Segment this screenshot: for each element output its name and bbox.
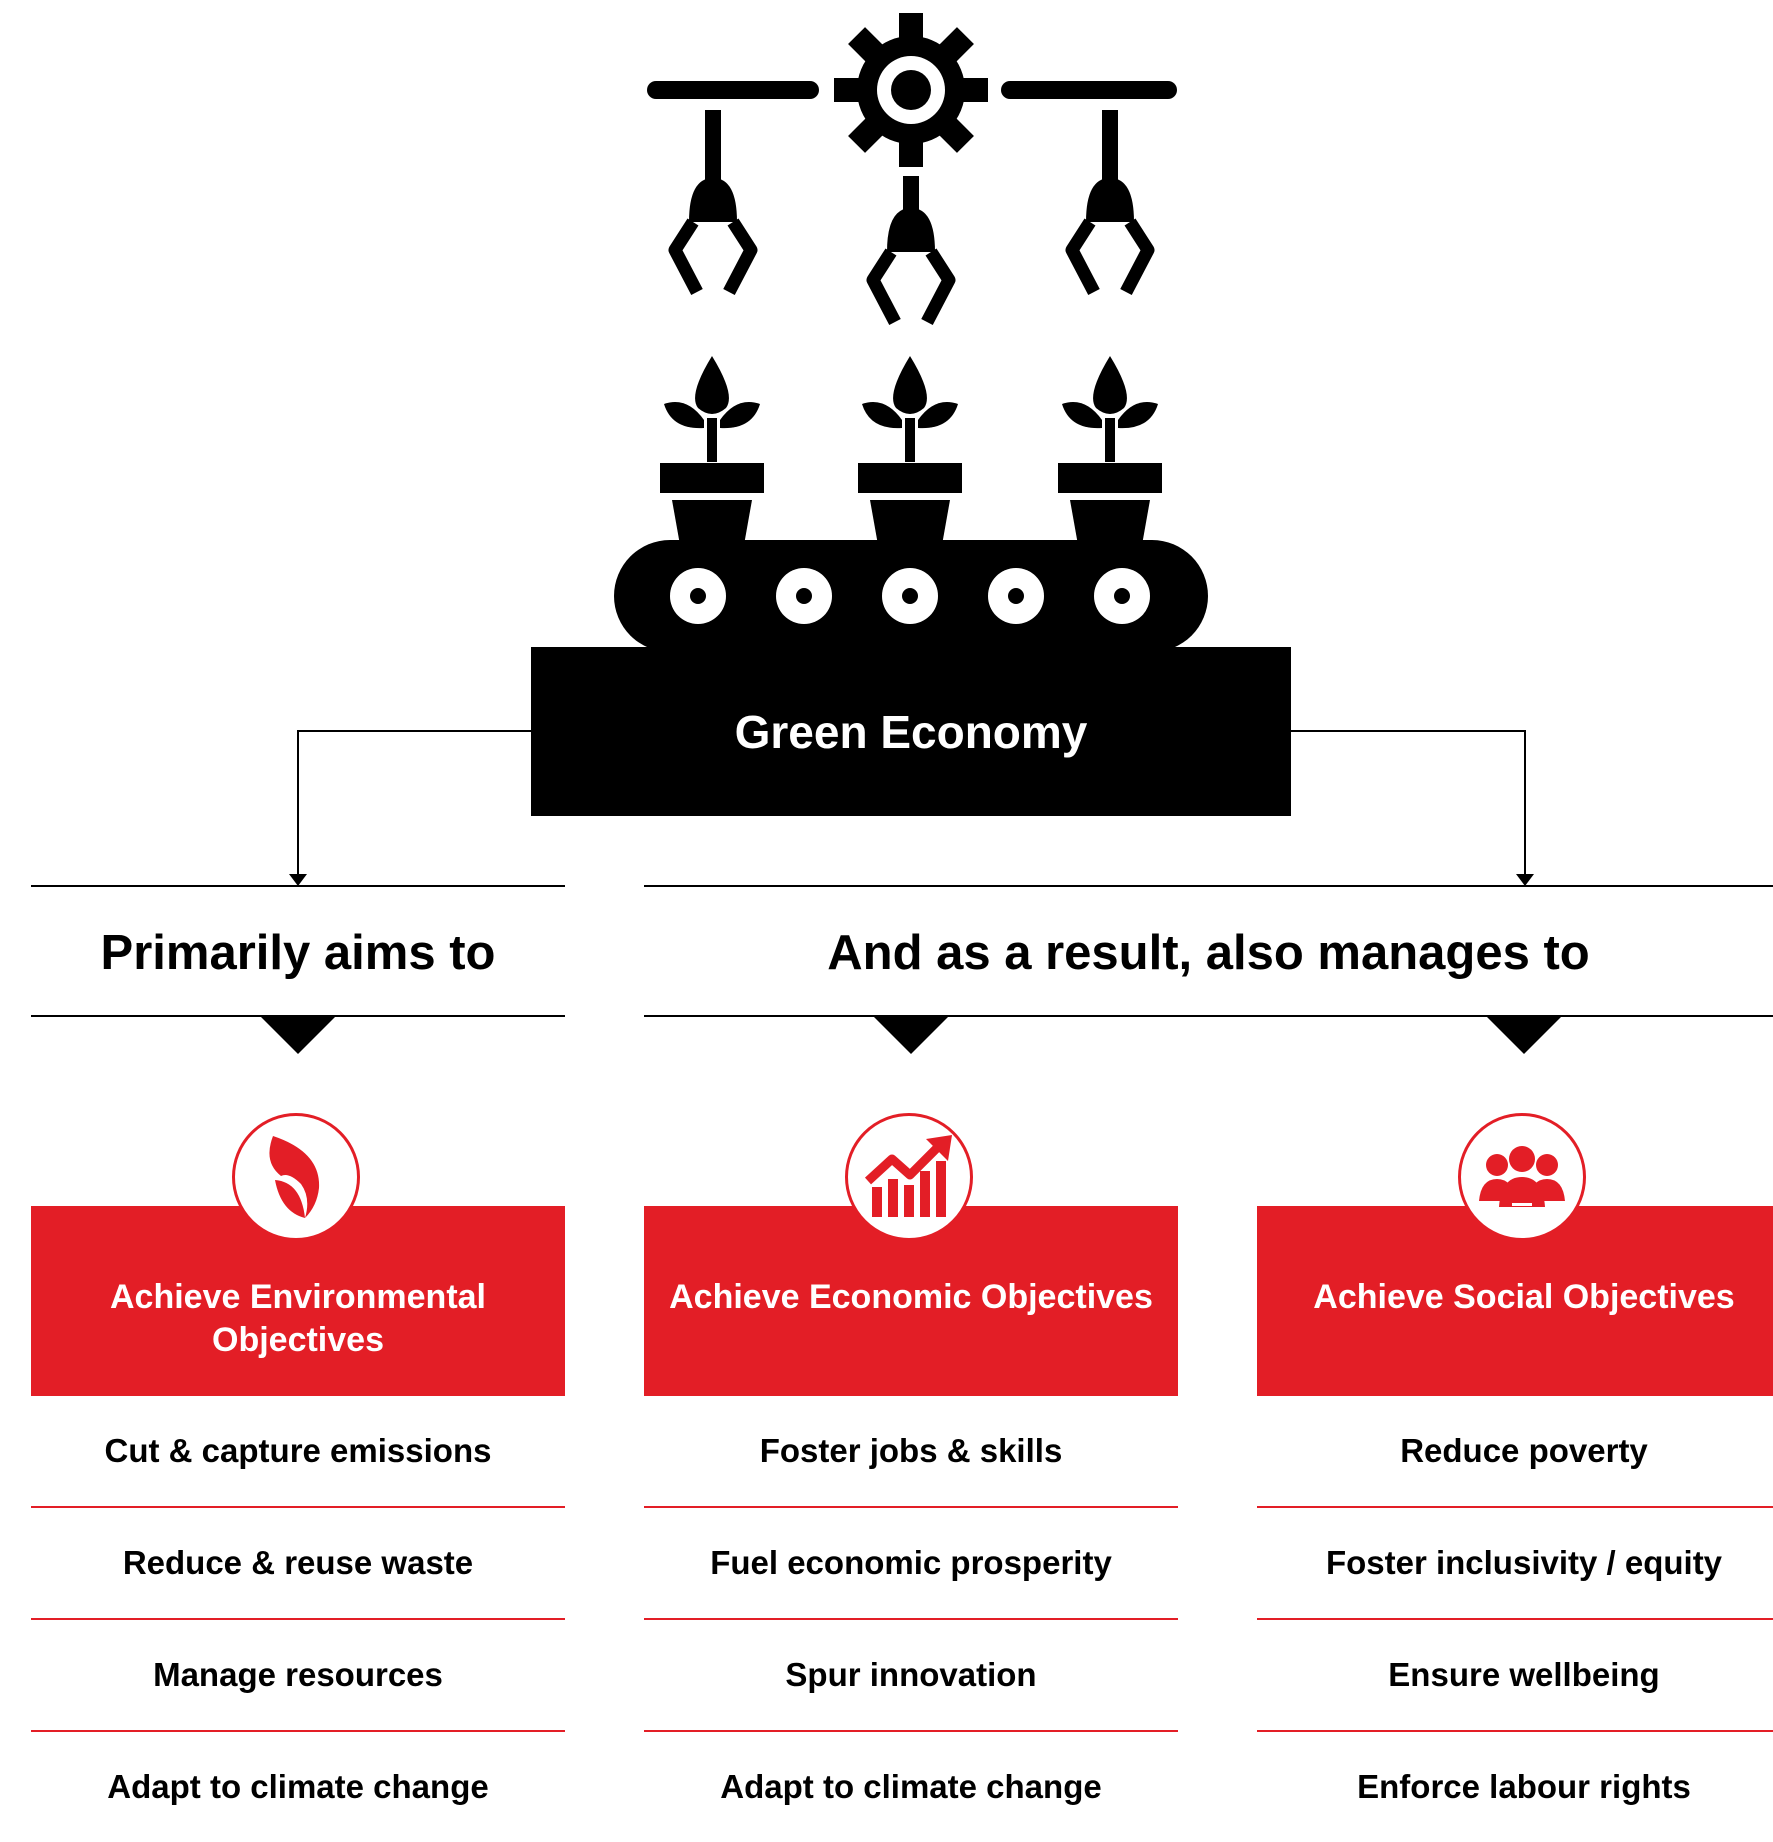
list-item: Reduce poverty	[1257, 1396, 1773, 1508]
list-item: Adapt to climate change	[720, 1768, 1102, 1805]
left-header-top-rule	[31, 885, 565, 887]
connector-arrows	[289, 730, 1534, 886]
down-pointer-social	[1486, 1016, 1562, 1054]
economic-card: Achieve Economic Objectives	[644, 1206, 1178, 1396]
list-item: Fuel economic prosperity	[644, 1508, 1178, 1620]
down-pointer-environmental	[260, 1016, 336, 1054]
social-badge	[1458, 1113, 1586, 1241]
list-item: Foster jobs & skills	[644, 1396, 1178, 1508]
list-item: Enforce labour rights	[1357, 1768, 1691, 1805]
primary-aims-heading: Primarily aims to	[100, 926, 496, 980]
list-item: Cut & capture emissions	[31, 1396, 565, 1508]
social-items: Reduce poverty Foster inclusivity / equi…	[1257, 1396, 1773, 1842]
environmental-card-title: Achieve Environmental Objectives	[109, 1278, 486, 1359]
leaf-icon	[269, 1136, 320, 1218]
people-group-icon	[1479, 1146, 1565, 1207]
green-economy-title: Green Economy	[734, 705, 1088, 758]
down-pointer-economic	[873, 1016, 949, 1054]
economic-items: Foster jobs & skills Fuel economic prosp…	[644, 1396, 1178, 1842]
list-item: Reduce & reuse waste	[31, 1508, 565, 1620]
secondary-results-heading: And as a result, also manages to	[827, 926, 1590, 980]
social-card-title: Achieve Social Objectives	[1313, 1278, 1735, 1316]
factory-conveyor-plants-icon	[614, 13, 1208, 652]
right-header-bottom-rule	[644, 1015, 1773, 1017]
growth-chart-icon	[864, 1135, 952, 1217]
environmental-items: Cut & capture emissions Reduce & reuse w…	[31, 1396, 565, 1842]
economic-badge	[845, 1113, 973, 1241]
environmental-badge	[232, 1113, 360, 1241]
list-item: Ensure wellbeing	[1257, 1620, 1773, 1732]
list-item: Foster inclusivity / equity	[1257, 1508, 1773, 1620]
right-header-top-rule	[644, 885, 1773, 887]
list-item: Manage resources	[31, 1620, 565, 1732]
list-item: Adapt to climate change	[107, 1768, 489, 1805]
list-item: Spur innovation	[644, 1620, 1178, 1732]
economic-card-title: Achieve Economic Objectives	[669, 1278, 1153, 1316]
green-economy-box: Green Economy	[531, 647, 1291, 816]
